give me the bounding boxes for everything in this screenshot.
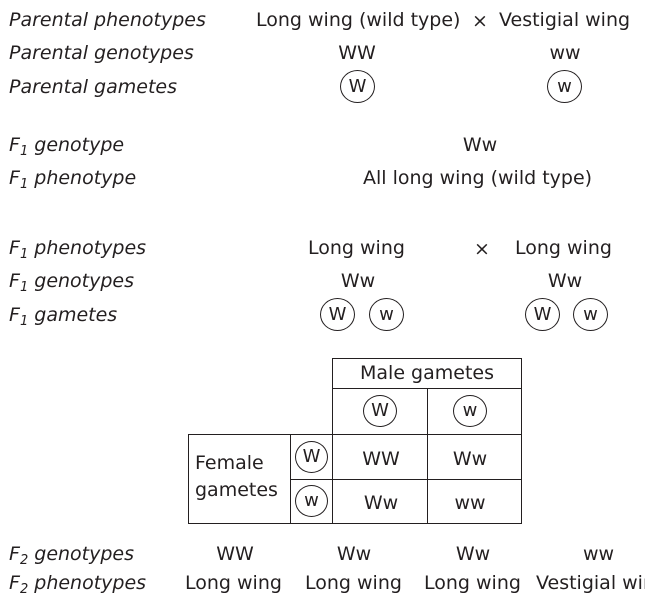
female-gametes-label-line1: Female	[195, 452, 264, 474]
label-parental-phenotypes: Parental phenotypes	[9, 9, 206, 31]
female-gamete-cell-1: W	[290, 434, 333, 480]
parental-phenotype-right: Vestigial wing	[499, 9, 631, 31]
f1-phenotype-value: All long wing (wild type)	[363, 167, 593, 189]
label-f2-phenotypes: F2 phenotypes	[9, 572, 147, 597]
gamete-allele: W	[533, 303, 552, 325]
f1-genotype-value: Ww	[462, 134, 498, 156]
f2-genotype-4: ww	[583, 543, 615, 565]
label-f1-phenotypes: F1 phenotypes	[9, 237, 147, 262]
label-f1-phenotype: F1 phenotype	[9, 167, 137, 192]
female-gametes-header: Female gametes	[188, 434, 291, 524]
f1-cross-phenotype-left: Long wing	[308, 237, 405, 259]
gamete-allele: w	[583, 303, 598, 325]
label-parental-genotypes: Parental genotypes	[9, 42, 194, 64]
punnett-cell-2-1: Ww	[332, 479, 428, 524]
f2-phenotype-3: Long wing	[424, 572, 521, 594]
gamete-circle-male-1: W	[363, 395, 397, 427]
male-gametes-header: Male gametes	[332, 358, 522, 389]
punnett-cell-2-2: ww	[427, 479, 522, 524]
f2-genotype-2: Ww	[336, 543, 372, 565]
parental-genotype-right: ww	[549, 42, 581, 64]
punnett-cell-1-2: Ww	[427, 434, 522, 480]
label-f1-gametes: F1 gametes	[9, 304, 118, 329]
label-f1-genotypes: F1 genotypes	[9, 270, 135, 295]
f2-genotype-1: WW	[216, 543, 254, 565]
f1-cross-genotype-right: Ww	[547, 270, 583, 292]
label-f1-genotype: F1 genotype	[9, 134, 125, 159]
f2-phenotype-4: Vestigial wing	[536, 574, 645, 593]
gamete-allele: w	[557, 75, 572, 97]
male-gamete-cell-1: W	[332, 388, 428, 435]
cross-symbol-f1: ×	[474, 238, 490, 260]
gamete-circle-f1-right-1: W	[525, 298, 560, 331]
female-gamete-cell-2: w	[290, 479, 333, 524]
gamete-circle-parental-right: w	[547, 70, 582, 103]
f2-phenotype-1: Long wing	[185, 572, 282, 594]
punnett-cell-genotype: WW	[362, 448, 400, 470]
gamete-circle-male-2: w	[453, 395, 487, 427]
gamete-allele: w	[462, 400, 478, 421]
gamete-circle-parental-left: W	[340, 70, 375, 103]
f1-cross-genotype-left: Ww	[340, 270, 376, 292]
f2-genotype-3: Ww	[455, 543, 491, 565]
gamete-circle-f1-right-2: w	[573, 298, 608, 331]
female-gametes-label-line2: gametes	[195, 479, 278, 501]
gamete-circle-female-1: W	[295, 441, 328, 473]
gamete-allele: W	[328, 303, 347, 325]
punnett-cell-1-1: WW	[332, 434, 428, 480]
gamete-allele: w	[304, 490, 319, 511]
male-gametes-label: Male gametes	[360, 362, 494, 384]
male-gamete-cell-2: w	[427, 388, 522, 435]
gamete-circle-f1-left-1: W	[320, 298, 355, 331]
punnett-cell-genotype: Ww	[363, 492, 399, 514]
parental-genotype-left: WW	[338, 42, 376, 64]
f1-cross-phenotype-right: Long wing	[515, 237, 612, 259]
cross-symbol-parental: ×	[472, 10, 488, 32]
parental-phenotype-left: Long wing (wild type)	[256, 9, 461, 31]
gamete-circle-female-2: w	[295, 485, 328, 517]
f2-phenotype-2: Long wing	[305, 572, 402, 594]
punnett-cell-genotype: ww	[454, 492, 486, 514]
gamete-allele: w	[379, 303, 394, 325]
label-parental-gametes: Parental gametes	[9, 76, 177, 98]
gamete-allele: W	[302, 446, 321, 467]
gamete-allele: W	[348, 75, 367, 97]
gamete-allele: W	[371, 400, 389, 421]
punnett-cell-genotype: Ww	[452, 448, 488, 470]
gamete-circle-f1-left-2: w	[369, 298, 404, 331]
label-f2-genotypes: F2 genotypes	[9, 543, 135, 568]
